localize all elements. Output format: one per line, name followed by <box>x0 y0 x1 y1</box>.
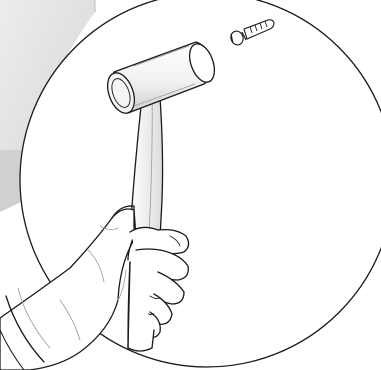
assembly-illustration <box>0 0 381 370</box>
illustration-svg <box>0 0 381 370</box>
